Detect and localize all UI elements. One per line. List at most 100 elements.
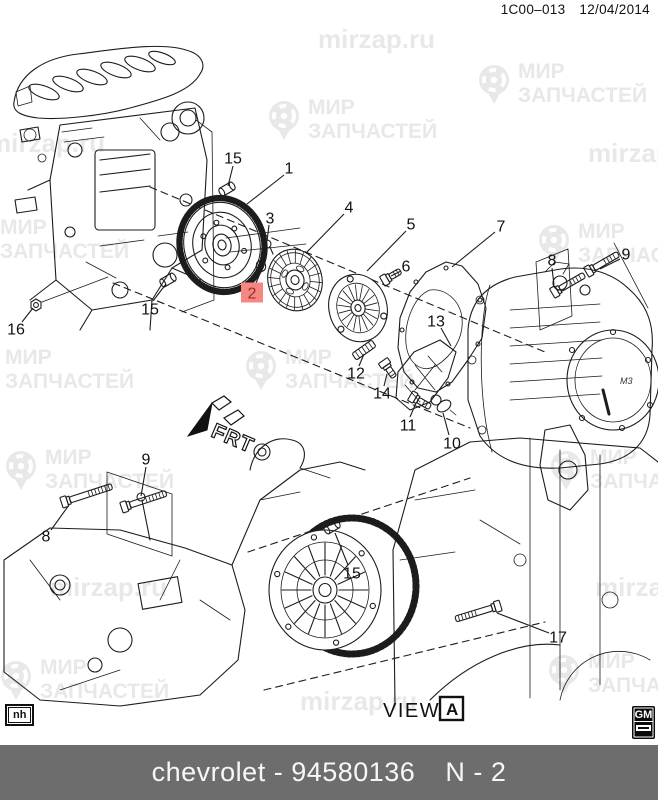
callout-8a: 8: [548, 253, 557, 286]
gm-logo-text: GM: [633, 709, 654, 722]
gm-logo: GM: [632, 706, 655, 739]
callout-3: 3: [266, 211, 275, 242]
callout-label-14: 14: [373, 386, 391, 403]
callout-14: 14: [373, 373, 391, 403]
cover-plate-art: [395, 339, 457, 411]
svg-text:МИР: МИР: [590, 446, 637, 469]
callout-label-8: 8: [42, 529, 51, 546]
callout-label-2: 2: [248, 286, 257, 303]
svg-text:ЗАПЧАСТЕЙ: ЗАПЧАСТЕЙ: [308, 119, 437, 143]
gasket-plate-art: [397, 261, 487, 393]
svg-text:МИР: МИР: [588, 650, 635, 673]
highlight-box: [241, 282, 263, 303]
view-label: VIEW: [383, 700, 440, 722]
svg-text:ЗАПЧАСТЕЙ: ЗАПЧАСТЕЙ: [0, 239, 129, 263]
callout-15c: 15: [334, 532, 361, 583]
callout-13: 13: [427, 314, 452, 347]
view-ref-letter: A: [446, 700, 458, 719]
callout-label-17: 17: [549, 630, 567, 647]
callout-label-9: 9: [622, 247, 631, 264]
callout-label-15: 15: [141, 302, 159, 319]
callout-label-11: 11: [400, 418, 417, 435]
transmission-art: M3: [467, 242, 658, 469]
callout-label-1: 1: [285, 161, 294, 178]
callout-label-13: 13: [427, 314, 445, 331]
callout-17: 17: [496, 612, 567, 647]
catalog-header: 1C00–013 12/04/2014: [501, 2, 650, 17]
callout-label-5: 5: [407, 217, 416, 234]
svg-text:mirzap.ru: mirzap.ru: [300, 686, 417, 716]
pressure-plate-art: [328, 273, 388, 343]
callout-label-3: 3: [266, 211, 275, 228]
svg-text:МИР: МИР: [285, 346, 332, 369]
svg-text:МИР: МИР: [5, 346, 52, 369]
svg-text:ЗАПЧАСТЕЙ: ЗАПЧАСТЕЙ: [590, 469, 658, 493]
frt-label: FRT: [208, 419, 257, 457]
callout-12: 12: [347, 353, 365, 383]
callout-label-7: 7: [497, 219, 506, 236]
callout-label-8: 8: [548, 253, 557, 270]
callout-6: 6: [390, 259, 411, 277]
view-reference: VIEW A: [383, 695, 465, 722]
hardware-lower: [59, 483, 503, 623]
watermark-layer: МИРЗАПЧАСТЕЙМИРЗАПЧАСТЕЙМИРЗАПЧАСТЕЙМИРЗ…: [0, 24, 658, 716]
svg-text:ЗАПЧАСТЕЙ: ЗАПЧАСТЕЙ: [588, 673, 658, 697]
callout-7: 7: [451, 219, 506, 268]
callout-8b: 8: [42, 504, 70, 546]
svg-text:mirzap.ru: mirzap.ru: [595, 572, 658, 602]
gm-logo-subtext: [636, 725, 651, 731]
svg-text:ЗАПЧАСТЕЙ: ЗАПЧАСТЕЙ: [40, 679, 169, 703]
drafter-stamp-text: nh: [8, 707, 32, 723]
catalog-footer-bar: chevrolet - 94580136 N - 2: [0, 745, 658, 800]
callout-label-4: 4: [345, 200, 354, 217]
svg-text:ЗАПЧАСТЕЙ: ЗАПЧАСТЕЙ: [5, 369, 134, 393]
sensor-10-art: [430, 394, 457, 416]
svg-text:МИР: МИР: [518, 60, 565, 83]
callout-5: 5: [366, 217, 416, 272]
svg-text:mirzap.ru: mirzap.ru: [0, 128, 105, 158]
nut-16-art: [30, 276, 109, 312]
svg-text:ЗАПЧАСТЕЙ: ЗАПЧАСТЕЙ: [285, 369, 414, 393]
callout-label-12: 12: [347, 366, 365, 383]
callout-15b: 15: [141, 283, 167, 319]
alignment-dashed-lines: [112, 186, 546, 691]
transmission-marking: M3: [620, 376, 633, 386]
figure-date: 12/04/2014: [579, 2, 650, 17]
exploded-view-drawing: МИРЗАПЧАСТЕЙМИРЗАПЧАСТЕЙМИРЗАПЧАСТЕЙМИРЗ…: [0, 24, 658, 722]
drafter-stamp: nh: [5, 704, 35, 726]
svg-text:МИР: МИР: [45, 446, 92, 469]
flywheel-art: [176, 194, 268, 296]
callout-10: 10: [442, 412, 461, 453]
svg-text:МИР: МИР: [40, 656, 87, 679]
svg-text:mirzap.ru: mirzap.ru: [588, 138, 658, 168]
callout-label-9: 9: [142, 452, 151, 469]
clutch-disc-art: [267, 248, 323, 312]
part-number-title: chevrolet - 94580136: [151, 757, 416, 787]
bottom-view-art: [3, 424, 658, 707]
spring-pin-12-art: [352, 340, 376, 360]
page-reference: N - 2: [445, 757, 507, 787]
hardware-upper: [159, 181, 620, 410]
svg-text:mirzap.ru: mirzap.ru: [50, 572, 167, 602]
callout-9b: 9: [140, 452, 151, 497]
callout-16: 16: [7, 307, 34, 339]
frt-direction-marker: FRT: [186, 395, 258, 458]
engine-line-art: [13, 45, 215, 331]
washer-2-art: [255, 260, 267, 272]
callout-15a: 15: [224, 151, 242, 187]
svg-text:МИР: МИР: [308, 96, 355, 119]
callout-label-10: 10: [443, 436, 461, 453]
callout-label-16: 16: [7, 322, 25, 339]
callout-9a: 9: [599, 247, 631, 270]
callout-2: 2: [241, 270, 263, 303]
callout-1: 1: [246, 161, 294, 205]
callout-label-15: 15: [343, 566, 361, 583]
callout-label-6: 6: [402, 259, 411, 276]
svg-text:ЗАПЧАСТЕЙ: ЗАПЧАСТЕЙ: [578, 243, 658, 267]
svg-text:МИР: МИР: [578, 220, 625, 243]
view-ref-box: [438, 695, 465, 722]
callout-4: 4: [305, 200, 354, 254]
callout-11: 11: [400, 402, 417, 435]
